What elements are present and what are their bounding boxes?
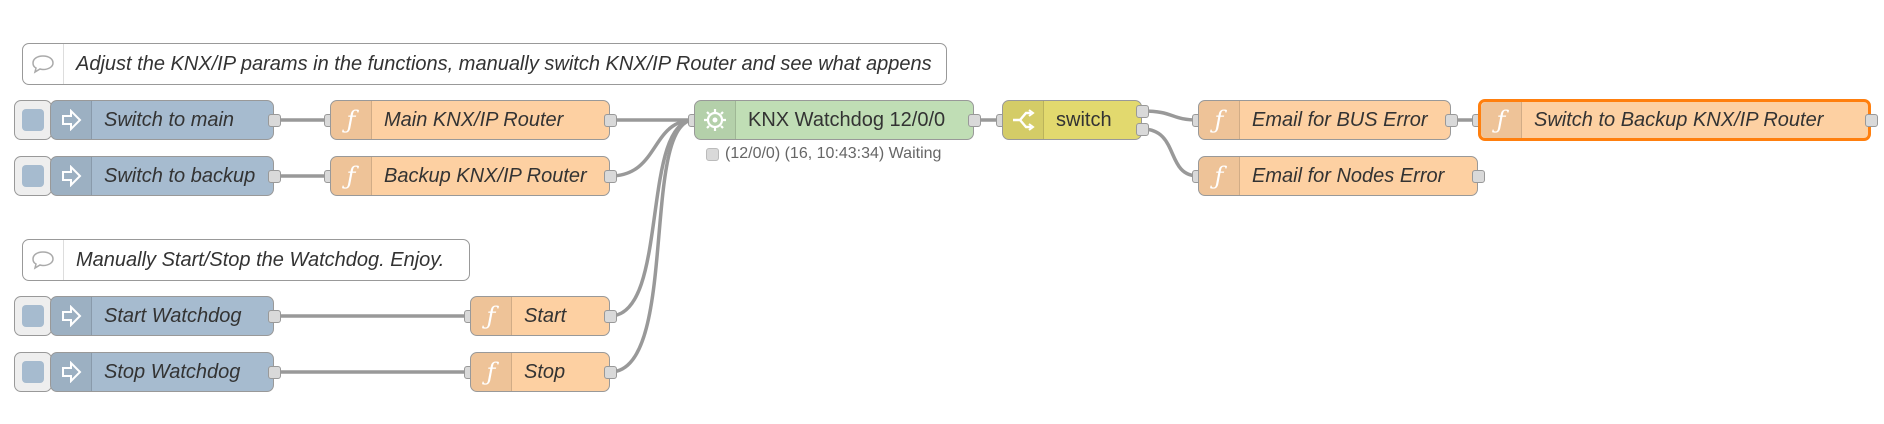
function-icon: ƒ bbox=[471, 353, 512, 391]
function-node-start[interactable]: ƒ Start bbox=[470, 296, 610, 336]
inject-arrow-icon bbox=[51, 353, 92, 391]
wire bbox=[609, 118, 695, 374]
function-node-main-router[interactable]: ƒ Main KNX/IP Router bbox=[330, 100, 610, 140]
output-port[interactable] bbox=[604, 366, 617, 379]
function-label: Main KNX/IP Router bbox=[384, 108, 564, 131]
output-port[interactable] bbox=[1445, 114, 1458, 127]
inject-node-start-watchdog[interactable]: Start Watchdog bbox=[50, 296, 274, 336]
comment-node[interactable]: Adjust the KNX/IP params in the function… bbox=[22, 43, 947, 85]
watchdog-icon bbox=[695, 101, 736, 139]
function-node-switch-to-backup-router[interactable]: ƒ Switch to Backup KNX/IP Router bbox=[1478, 99, 1871, 141]
inject-arrow-icon bbox=[51, 157, 92, 195]
function-label: Stop bbox=[524, 360, 566, 383]
comment-icon bbox=[23, 240, 64, 280]
function-icon: ƒ bbox=[1199, 157, 1240, 195]
inject-label: Switch to backup bbox=[104, 164, 256, 187]
function-node-stop[interactable]: ƒ Stop bbox=[470, 352, 610, 392]
output-port[interactable] bbox=[268, 114, 281, 127]
function-label: Start bbox=[524, 304, 567, 327]
function-label: Email for BUS Error bbox=[1252, 108, 1428, 131]
output-port[interactable] bbox=[604, 114, 617, 127]
wire bbox=[609, 118, 695, 178]
comment-label: Manually Start/Stop the Watchdog. Enjoy. bbox=[76, 248, 445, 271]
wire bbox=[609, 118, 695, 318]
output-port[interactable] bbox=[604, 170, 617, 183]
function-label: Email for Nodes Error bbox=[1252, 164, 1445, 187]
inject-arrow-icon bbox=[51, 101, 92, 139]
comment-icon bbox=[23, 44, 64, 84]
inject-label: Stop Watchdog bbox=[104, 360, 241, 383]
comment-label: Adjust the KNX/IP params in the function… bbox=[76, 52, 932, 75]
wire bbox=[1141, 127, 1199, 178]
wire bbox=[1141, 109, 1199, 122]
status-indicator-icon bbox=[706, 147, 719, 161]
function-node-email-bus-error[interactable]: ƒ Email for BUS Error bbox=[1198, 100, 1451, 140]
watchdog-status: (12/0/0) (16, 10:43:34) Waiting bbox=[706, 145, 941, 163]
function-node-backup-router[interactable]: ƒ Backup KNX/IP Router bbox=[330, 156, 610, 196]
function-icon: ƒ bbox=[1199, 101, 1240, 139]
switch-icon bbox=[1003, 101, 1044, 139]
inject-trigger-button[interactable] bbox=[14, 352, 52, 392]
inject-trigger-button[interactable] bbox=[14, 156, 52, 196]
function-icon: ƒ bbox=[331, 101, 372, 139]
output-port[interactable] bbox=[268, 170, 281, 183]
inject-trigger-button[interactable] bbox=[14, 100, 52, 140]
switch-label: switch bbox=[1056, 108, 1112, 131]
function-node-email-nodes-error[interactable]: ƒ Email for Nodes Error bbox=[1198, 156, 1478, 196]
inject-label: Switch to main bbox=[104, 108, 235, 131]
inject-label: Start Watchdog bbox=[104, 304, 242, 327]
switch-node[interactable]: switch bbox=[1002, 100, 1142, 140]
inject-node-switch-to-main[interactable]: Switch to main bbox=[50, 100, 274, 140]
output-port[interactable] bbox=[604, 310, 617, 323]
output-port[interactable] bbox=[1865, 114, 1878, 127]
output-port[interactable] bbox=[268, 310, 281, 323]
inject-node-stop-watchdog[interactable]: Stop Watchdog bbox=[50, 352, 274, 392]
function-icon: ƒ bbox=[471, 297, 512, 335]
output-port-1[interactable] bbox=[1136, 105, 1149, 118]
watchdog-label: KNX Watchdog 12/0/0 bbox=[748, 108, 946, 131]
output-port[interactable] bbox=[1472, 170, 1485, 183]
function-icon: ƒ bbox=[1481, 102, 1522, 138]
function-label: Backup KNX/IP Router bbox=[384, 164, 587, 187]
output-port-2[interactable] bbox=[1136, 123, 1149, 136]
comment-node[interactable]: Manually Start/Stop the Watchdog. Enjoy. bbox=[22, 239, 470, 281]
status-text: (12/0/0) (16, 10:43:34) Waiting bbox=[725, 145, 942, 162]
inject-trigger-button[interactable] bbox=[14, 296, 52, 336]
watchdog-node[interactable]: KNX Watchdog 12/0/0 bbox=[694, 100, 974, 140]
inject-node-switch-to-backup[interactable]: Switch to backup bbox=[50, 156, 274, 196]
inject-arrow-icon bbox=[51, 297, 92, 335]
function-icon: ƒ bbox=[331, 157, 372, 195]
output-port[interactable] bbox=[968, 114, 981, 127]
function-label: Switch to Backup KNX/IP Router bbox=[1534, 108, 1824, 131]
output-port[interactable] bbox=[268, 366, 281, 379]
